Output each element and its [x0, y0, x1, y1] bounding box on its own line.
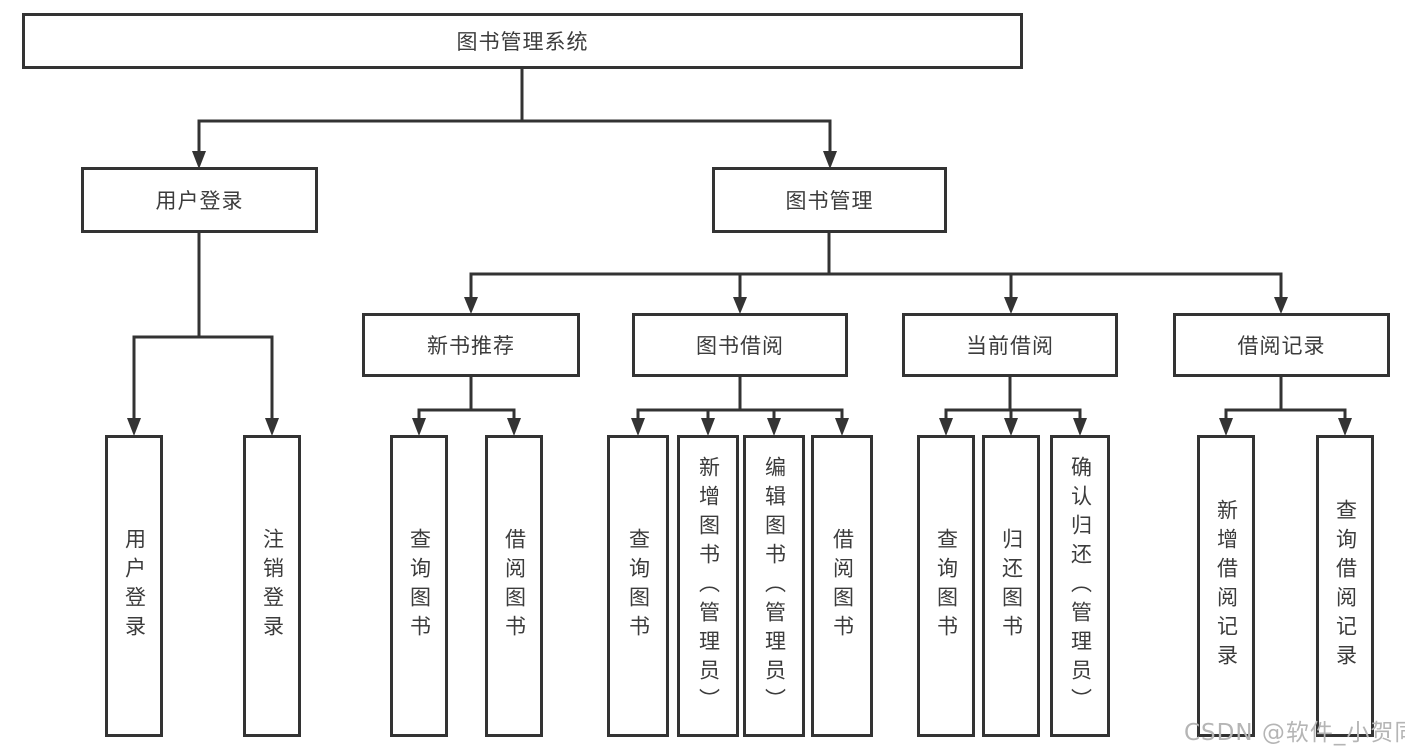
node-new-book-recommend: 新书推荐: [362, 313, 580, 377]
node-user-login-label: 用户登录: [155, 189, 244, 213]
leaf-borrow-books-recommend-label: 借阅图书: [502, 528, 527, 644]
csdn-watermark: CSDN @软件_小贺同学: [1184, 720, 1405, 746]
node-borrow-records: 借阅记录: [1173, 313, 1390, 377]
leaf-user-login-label: 用户登录: [122, 528, 147, 644]
leaf-edit-books-admin-label: 编辑图书（管理员）: [762, 455, 787, 717]
node-book-borrow-label: 图书借阅: [696, 334, 784, 358]
node-user-login: 用户登录: [81, 167, 318, 233]
leaf-query-books-borrow-label: 查询图书: [626, 528, 651, 644]
connector-current-borrow-to-leaves: [939, 376, 1087, 436]
connector-root-to-level2: [192, 69, 837, 169]
leaf-query-books-recommend-label: 查询图书: [407, 528, 432, 644]
leaf-return-books-label: 归还图书: [999, 528, 1024, 644]
node-book-borrow: 图书借阅: [632, 313, 848, 377]
leaf-borrow-books-recommend: 借阅图书: [485, 435, 543, 737]
leaf-confirm-return-admin: 确认归还（管理员）: [1050, 435, 1110, 737]
leaf-borrow-books-label: 借阅图书: [830, 528, 855, 644]
leaf-query-borrow-record: 查询借阅记录: [1316, 435, 1374, 737]
node-current-borrow: 当前借阅: [902, 313, 1118, 377]
node-book-management: 图书管理: [712, 167, 947, 233]
leaf-add-borrow-record: 新增借阅记录: [1197, 435, 1255, 737]
node-borrow-records-label: 借阅记录: [1237, 334, 1326, 358]
leaf-query-borrow-record-label: 查询借阅记录: [1333, 499, 1358, 673]
node-book-management-label: 图书管理: [785, 189, 874, 213]
leaf-add-borrow-record-label: 新增借阅记录: [1214, 499, 1239, 673]
node-new-book-recommend-label: 新书推荐: [427, 334, 515, 358]
connector-user-login-to-leaves: [127, 233, 279, 436]
connector-book-borrow-to-leaves: [631, 376, 849, 436]
leaf-logout: 注销登录: [243, 435, 301, 737]
leaf-logout-label: 注销登录: [260, 528, 285, 644]
leaf-edit-books-admin: 编辑图书（管理员）: [743, 435, 805, 737]
leaf-query-books-current: 查询图书: [917, 435, 975, 737]
leaf-query-books-recommend: 查询图书: [390, 435, 448, 737]
connector-borrow-records-to-leaves: [1219, 376, 1352, 436]
leaf-confirm-return-admin-label: 确认归还（管理员）: [1068, 455, 1093, 717]
connector-book-management-to-level3: [464, 232, 1288, 314]
leaf-add-books-admin: 新增图书（管理员）: [677, 435, 739, 737]
leaf-add-books-admin-label: 新增图书（管理员）: [696, 455, 721, 717]
leaf-borrow-books: 借阅图书: [811, 435, 873, 737]
leaf-query-books-borrow: 查询图书: [607, 435, 669, 737]
leaf-return-books: 归还图书: [982, 435, 1040, 737]
node-library-system-label: 图书管理系统: [456, 30, 589, 54]
node-library-system: 图书管理系统: [22, 13, 1023, 69]
leaf-user-login: 用户登录: [105, 435, 163, 737]
node-current-borrow-label: 当前借阅: [966, 334, 1054, 358]
leaf-query-books-current-label: 查询图书: [934, 528, 959, 644]
connector-new-book-recommend-to-leaves: [412, 376, 521, 436]
